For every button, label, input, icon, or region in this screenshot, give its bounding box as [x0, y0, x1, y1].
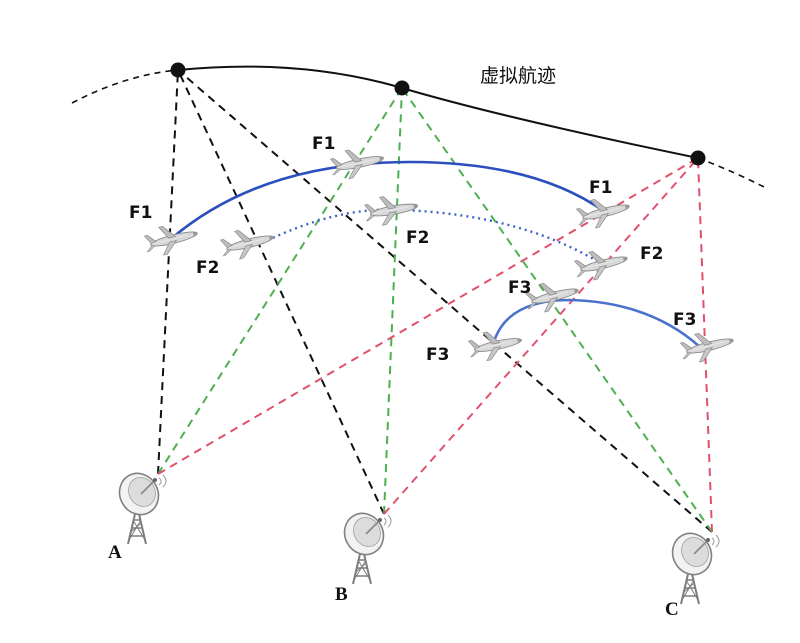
virtual-target-point-1 — [170, 62, 186, 78]
aircraft-label-f3: F3 — [426, 345, 449, 365]
station-label-b: B — [335, 584, 348, 605]
virtual-track-left-extension — [71, 69, 179, 104]
virtual-track — [71, 65, 769, 190]
airplane-icon — [466, 324, 525, 365]
airplane-icon — [522, 275, 582, 317]
station-b-lines — [157, 87, 713, 533]
line-b-to-target-3 — [383, 157, 699, 515]
line-c-to-target-2 — [401, 87, 713, 533]
radar-dish-icon — [336, 505, 392, 585]
line-c-to-target-1 — [177, 69, 713, 533]
station-a-lines — [157, 69, 713, 533]
airplane-icon — [328, 142, 387, 183]
line-a-to-target-1 — [157, 69, 179, 475]
station-label-c: C — [665, 599, 679, 620]
virtual-target-point-2 — [394, 80, 410, 96]
virtual-target-point-3 — [690, 150, 706, 166]
airplane-icon — [571, 243, 631, 285]
line-b-to-target-2 — [383, 87, 403, 515]
line-a-to-target-2 — [157, 87, 403, 475]
track-f1 — [171, 160, 606, 239]
aircraft-label-f2: F2 — [640, 244, 663, 264]
aircraft-label-f2: F2 — [196, 258, 219, 278]
airplane-icon — [677, 325, 737, 367]
line-b-to-target-1 — [177, 69, 385, 515]
virtual-track-right-extension — [697, 157, 769, 190]
virtual-track-label: 虚拟航迹 — [480, 65, 556, 87]
aircraft-label-f2: F2 — [406, 228, 429, 248]
aircraft-label-f3: F3 — [508, 278, 531, 298]
aircraft-label-f1: F1 — [589, 178, 612, 198]
radar-dish-icon — [111, 465, 167, 545]
aircraft-label-f1: F1 — [312, 134, 335, 154]
track-f2 — [261, 208, 603, 266]
virtual-track-solid-arc — [177, 65, 699, 159]
airplane-icon — [141, 218, 201, 260]
aircraft-label-f1: F1 — [129, 203, 152, 223]
airplane-icon — [362, 190, 421, 229]
aircraft-label-f3: F3 — [673, 310, 696, 330]
station-label-a: A — [108, 542, 122, 563]
track-f3 — [491, 298, 701, 348]
radar-dish-icon — [664, 525, 720, 605]
airplane-icon — [217, 222, 277, 264]
